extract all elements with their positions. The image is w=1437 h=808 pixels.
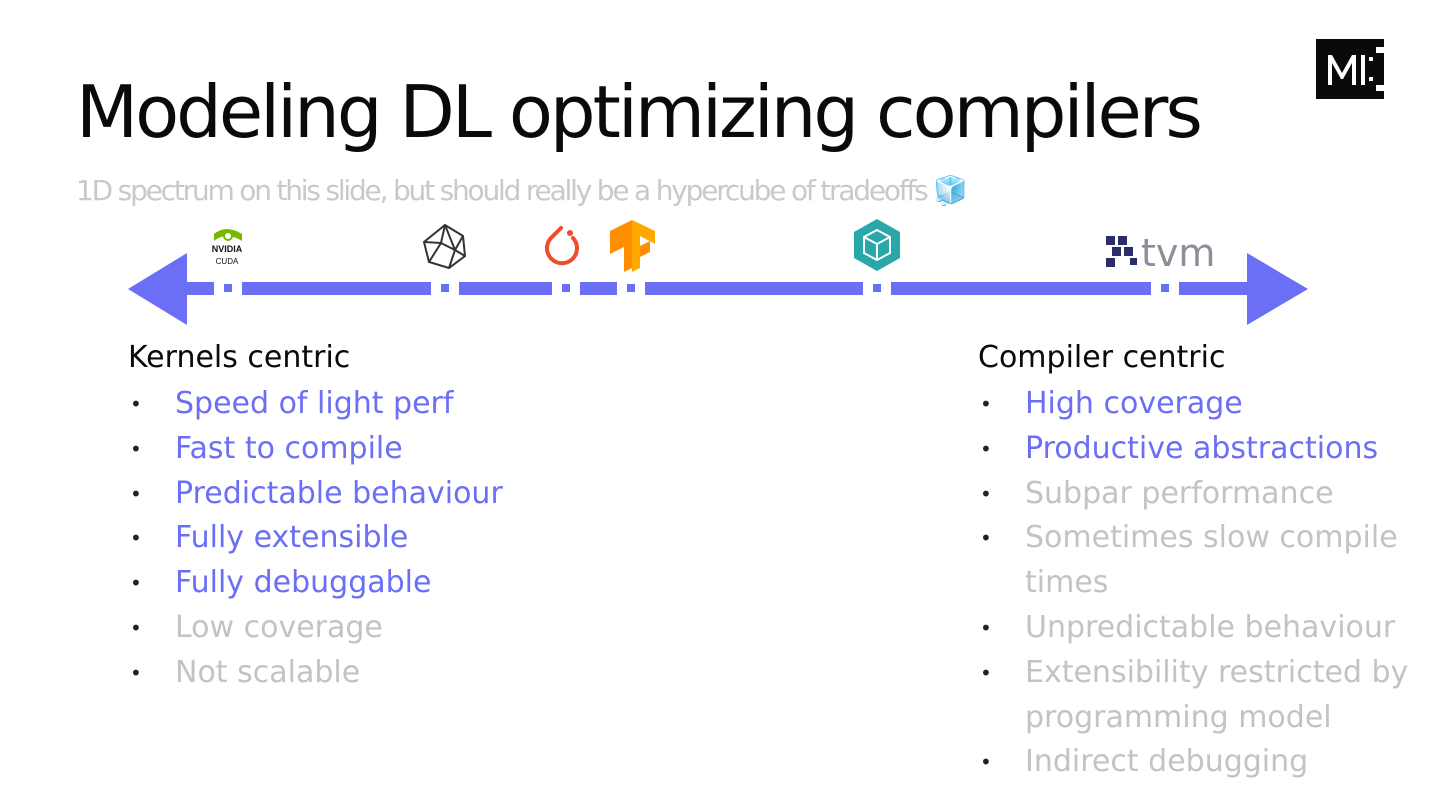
compiler-centric-column: Compiler centric High coverage Productiv… <box>978 338 1428 785</box>
list-item: Productive abstractions <box>978 427 1428 472</box>
marker-pytorch <box>552 274 580 302</box>
marker-compiler <box>863 274 891 302</box>
slide-title: Modeling DL optimizing compilers <box>76 70 1203 154</box>
kernels-centric-list: Speed of light perf Fast to compile Pred… <box>128 382 503 696</box>
list-item: Fully extensible <box>128 516 503 561</box>
list-item: Predictable behaviour <box>128 472 503 517</box>
compiler-centric-list: High coverage Productive abstractions Su… <box>978 382 1428 785</box>
tvm-label: tvm <box>1141 231 1215 275</box>
list-item: High coverage <box>978 382 1428 427</box>
tensorflow-icon <box>610 220 655 272</box>
list-item: Fast to compile <box>128 427 503 472</box>
marker-tvm <box>1151 274 1179 302</box>
corner-logo: M <box>1316 39 1384 99</box>
marker-xla <box>431 274 459 302</box>
list-item: Fully debuggable <box>128 561 503 606</box>
nvidia-cuda-icon: NVIDIA CUDA <box>212 229 243 266</box>
nvidia-label: NVIDIA <box>212 244 243 254</box>
list-item: Not scalable <box>128 651 503 696</box>
m-logo-icon <box>1316 39 1384 99</box>
spectrum-diagram: NVIDIA CUDA tvm <box>128 219 1308 325</box>
list-item: Speed of light perf <box>128 382 503 427</box>
list-item: Unpredictable behaviour <box>978 606 1428 651</box>
slide-subtitle: 1D spectrum on this slide, but should re… <box>76 174 968 207</box>
kernels-centric-heading: Kernels centric <box>128 340 351 375</box>
compiler-centric-heading: Compiler centric <box>978 340 1226 375</box>
list-item: Extensibility restricted by programming … <box>978 651 1428 741</box>
marker-tensorflow <box>617 274 645 302</box>
polyhedron-icon <box>422 223 467 270</box>
pytorch-icon <box>545 226 579 266</box>
kernels-centric-column: Kernels centric Speed of light perf Fast… <box>128 338 503 696</box>
list-item: Low coverage <box>128 606 503 651</box>
list-item: Sometimes slow compile times <box>978 516 1428 606</box>
cuda-label: CUDA <box>216 257 239 266</box>
teal-hexagon-icon <box>854 219 900 271</box>
list-item: Indirect debugging <box>978 740 1428 785</box>
tvm-icon: tvm <box>1106 231 1215 275</box>
marker-nvidia-cuda <box>214 274 242 302</box>
list-item: Subpar performance <box>978 472 1428 517</box>
